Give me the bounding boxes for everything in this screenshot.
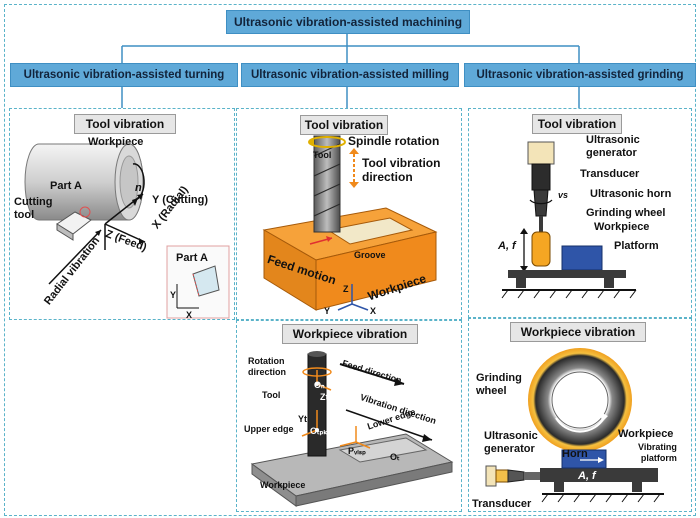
- gw-ultrasonic-generator-label: Ultrasonic generator: [484, 430, 538, 455]
- milling-spindle-rotation-label: Spindle rotation: [348, 134, 440, 148]
- main-title: Ultrasonic vibration-assisted machining: [226, 10, 470, 34]
- gt-grinding-wheel-label: Grinding wheel: [586, 207, 666, 219]
- mw-ot-label: Oₜ: [390, 452, 400, 462]
- gt-workpiece-label: Workpiece: [594, 221, 650, 233]
- grinding-workpiece-heading: Workpiece vibration: [510, 322, 646, 342]
- turning-frame: [9, 108, 235, 320]
- gt-a-f-label: A, f: [498, 240, 516, 252]
- milling-x-label: X: [370, 306, 377, 316]
- mw-rotation-direction-label: Rotation direction: [248, 356, 287, 377]
- grinding-workpiece-frame: [468, 318, 692, 512]
- mw-p-wlsp-label: Pᵥₗₛₚ: [348, 446, 366, 456]
- milling-tool-label: Tool: [313, 150, 332, 160]
- grinding-tool-frame: [468, 108, 692, 318]
- mw-on-label: Oₙ: [314, 380, 325, 390]
- grinding-tool-heading: Tool vibration: [532, 114, 622, 134]
- milling-workpiece-frame: [236, 320, 462, 512]
- mw-otp-label: Oₜₚₖ: [310, 426, 328, 436]
- milling-workpiece-illustration: [250, 351, 454, 507]
- gw-vs-label: vs: [574, 414, 587, 426]
- gw-grinding-wheel-label: Grinding wheel: [476, 372, 522, 397]
- gw-horn-label: Horn: [562, 448, 588, 460]
- mw-workpiece-label: Workpiece: [260, 480, 306, 490]
- mw-yt-label: Yt: [298, 414, 307, 424]
- milling-y-label: Y: [324, 306, 331, 316]
- turning-illustration: [24, 143, 230, 319]
- mw-zt-label: Zt: [320, 392, 329, 402]
- hierarchy-connectors: [121, 32, 580, 108]
- gt-platform-label: Platform: [614, 240, 659, 252]
- turning-inset-x-label: X: [186, 310, 193, 320]
- turning-y-cutting-label: Y (Cutting): [152, 194, 209, 206]
- category-milling: Ultrasonic vibration-assisted milling: [241, 63, 459, 87]
- grinding-tool-illustration: [501, 141, 637, 299]
- turning-cutting-tool-label: Cutting tool: [14, 196, 53, 221]
- milling-groove-label: Groove: [354, 250, 386, 260]
- milling-tool-vibration-label: Tool vibration direction: [362, 156, 441, 184]
- gw-a-f-label: A, f: [578, 470, 596, 482]
- gt-transducer-label: Transducer: [580, 168, 640, 180]
- gw-vibrating-platform-label: Vibrating platform: [638, 442, 677, 463]
- milling-tool-illustration: [262, 135, 438, 311]
- category-turning: Ultrasonic vibration-assisted turning: [10, 63, 238, 87]
- gt-vs-label: vs: [558, 190, 569, 200]
- milling-tool-heading: Tool vibration: [300, 115, 388, 135]
- outer-frame: [4, 4, 696, 516]
- milling-z-label: Z: [343, 284, 349, 294]
- gt-ultrasonic-horn-label: Ultrasonic horn: [590, 188, 672, 200]
- grinding-workpiece-illustration: [485, 348, 664, 503]
- turning-n-label: n: [135, 182, 142, 194]
- turning-heading: Tool vibration: [74, 114, 176, 134]
- gw-workpiece-label: Workpiece: [618, 428, 674, 440]
- gw-transducer-label: Transducer: [472, 498, 532, 510]
- mw-upper-edge-label: Upper edge: [244, 424, 294, 434]
- mw-tool-label: Tool: [262, 390, 281, 400]
- turning-inset-y-label: Y: [170, 290, 177, 300]
- category-grinding: Ultrasonic vibration-assisted grinding: [464, 63, 696, 87]
- turning-part-a-label: Part A: [50, 180, 82, 192]
- turning-inset-part-a-label: Part A: [176, 252, 208, 264]
- milling-workpiece-heading: Workpiece vibration: [282, 324, 418, 344]
- milling-tool-frame: [236, 108, 462, 320]
- turning-workpiece-label: Workpiece: [88, 136, 144, 148]
- gt-ultrasonic-generator-label: Ultrasonic generator: [586, 134, 640, 159]
